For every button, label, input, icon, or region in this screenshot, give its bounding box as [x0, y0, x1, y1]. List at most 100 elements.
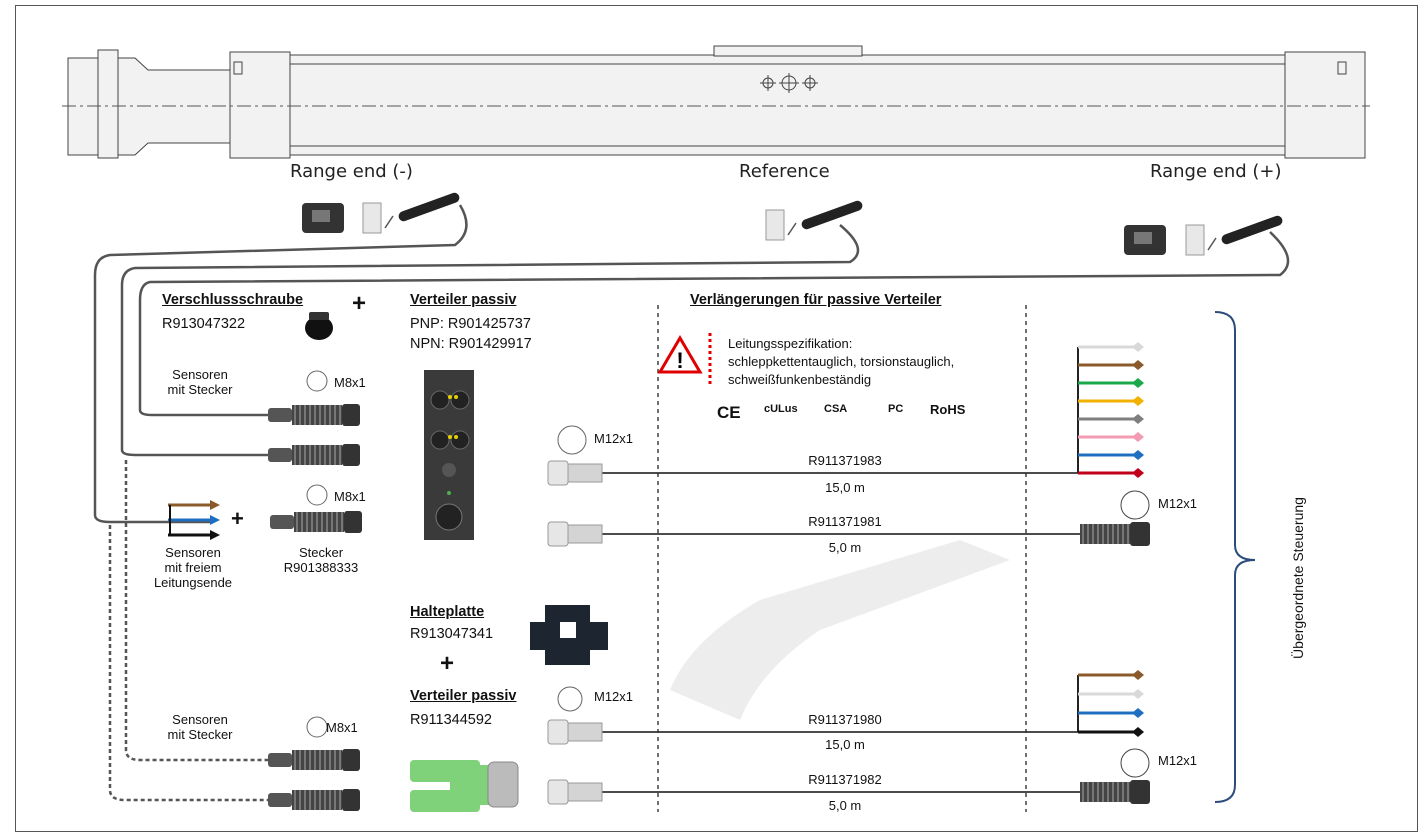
m12-socket-1: [547, 460, 603, 486]
wire-end-0: [1132, 670, 1144, 680]
sensor-cables: [93, 204, 1290, 802]
distributor-1-title: Verteiler passiv: [410, 292, 517, 308]
cable-4-length: 5,0 m: [828, 798, 862, 813]
ce-mark-icon: CE: [717, 403, 741, 422]
m8-plugs: [268, 404, 362, 811]
distributor-1-npn: NPN: R901429917: [410, 336, 532, 352]
m12-label-d: M12x1: [1158, 753, 1198, 768]
holding-plate-title: Halteplatte: [410, 604, 485, 620]
controller-label: Übergeordnete Steuerung: [1290, 497, 1306, 659]
wire-fanout-4: [1077, 670, 1144, 737]
wire-end-3: [1132, 396, 1144, 406]
m12-pin-icons: [306, 370, 1150, 778]
label-range-end-minus: Range end (-): [290, 161, 413, 182]
sealing-screw-part: R913047322: [162, 316, 246, 332]
m12-label-a: M12x1: [594, 431, 634, 446]
cable-3-length: 15,0 m: [825, 737, 865, 752]
m8-label-3: M8x1: [326, 720, 358, 735]
carriage-plate: [713, 45, 863, 57]
m8-label-2: M8x1: [334, 489, 366, 504]
sensors-free-plus: +: [231, 506, 244, 531]
cable-spec-line2: schleppkettentauglich, torsionstauglich,: [728, 354, 955, 369]
label-reference: Reference: [739, 161, 830, 182]
cable-3-part: R911371980: [808, 712, 882, 727]
distributor-1-pnp: PNP: R901425737: [410, 316, 531, 332]
cable-dotted-1: [124, 460, 270, 762]
wire-end-2: [1132, 378, 1144, 388]
m8-plug-1: [268, 404, 360, 426]
free-wire-ends: [168, 500, 220, 540]
m12-socket-3: [547, 719, 603, 745]
cable-spec-line1: Leitungsspezifikation:: [728, 336, 853, 351]
motor-flange-left: [97, 49, 119, 159]
wire-end-1: [1132, 360, 1144, 370]
sealing-screw-plus: +: [352, 290, 367, 317]
cable-1-length: 15,0 m: [825, 480, 865, 495]
m12-socket-2: [547, 521, 603, 547]
end-cap-right: [1284, 51, 1366, 159]
cable-range-end-minus: [93, 204, 468, 524]
extensions-title: Verlängerungen für passive Verteiler: [690, 292, 942, 308]
wire-fanout-8: [1077, 342, 1144, 478]
cable-1-part: R911371983: [808, 453, 882, 468]
sensor-block-icon: [362, 202, 382, 234]
green-y-distributor: [410, 760, 519, 812]
cable-2-part: R911371981: [808, 514, 882, 529]
distributor-2-title: Verteiler passiv: [410, 688, 517, 704]
wire-end-6: [1132, 450, 1144, 460]
diagram-frame: [15, 5, 1418, 832]
holding-plate-icon: [530, 605, 608, 665]
sealing-screw-icon: [305, 312, 333, 340]
wire-end-0: [1132, 342, 1144, 352]
m8-plug-2: [268, 444, 360, 466]
cable-4-part: R911371982: [808, 772, 882, 787]
warning-icon: !: [657, 333, 712, 385]
csa-mark-icon: CSA: [824, 403, 848, 415]
wire-end-7: [1132, 468, 1144, 478]
distributor-2-part: R911344592: [410, 712, 492, 728]
wire-end-5: [1132, 432, 1144, 442]
wire-end-3: [1132, 727, 1144, 737]
cable-spec-line3: schweißfunkenbeständig: [728, 372, 872, 387]
extension-cables: [600, 472, 1080, 793]
m8-plug-3: [270, 511, 362, 533]
rohs-mark-icon: RoHS: [930, 402, 966, 417]
m12-plug-2: [1080, 780, 1150, 804]
sensor-icons-plus: [1124, 215, 1283, 256]
end-cap-left: [229, 51, 291, 159]
pc-mark-icon: PC: [888, 403, 904, 415]
sensor-icons-reference: [765, 200, 863, 241]
m8-label-1: M8x1: [334, 375, 366, 390]
passive-distributor-box: [424, 370, 474, 540]
cable-range-end-plus: [138, 231, 1290, 417]
wire-end-4: [1132, 414, 1144, 424]
wire-end-2: [1132, 708, 1144, 718]
m12-plug-1: [1080, 522, 1150, 546]
drag-chain-image: [670, 540, 1010, 720]
cable-dotted-2: [108, 525, 270, 802]
ul-listed-icon: cULus: [764, 403, 798, 415]
mounting-holes: [760, 73, 818, 93]
sensor-icons-minus: [302, 192, 460, 234]
cable-reference: [120, 224, 860, 457]
sensor-rod-icon: [398, 192, 460, 222]
m12-sockets: [547, 460, 1150, 805]
holding-plate-part: R913047341: [410, 626, 494, 642]
cable-2-length: 5,0 m: [828, 540, 862, 555]
wire-end-1: [1132, 689, 1144, 699]
sealing-screw-title: Verschlussschraube: [162, 292, 304, 308]
axis-profile: [289, 54, 1286, 156]
m12-label-c: M12x1: [594, 689, 634, 704]
m8-plug-5: [268, 789, 360, 811]
controller-bracket: [1214, 311, 1256, 803]
linear-axis: [62, 45, 1370, 159]
label-range-end-plus: Range end (+): [1150, 161, 1282, 182]
svg-text:!: !: [676, 348, 683, 373]
holding-plate-plus: +: [440, 650, 455, 677]
m8-plug-4: [268, 749, 360, 771]
